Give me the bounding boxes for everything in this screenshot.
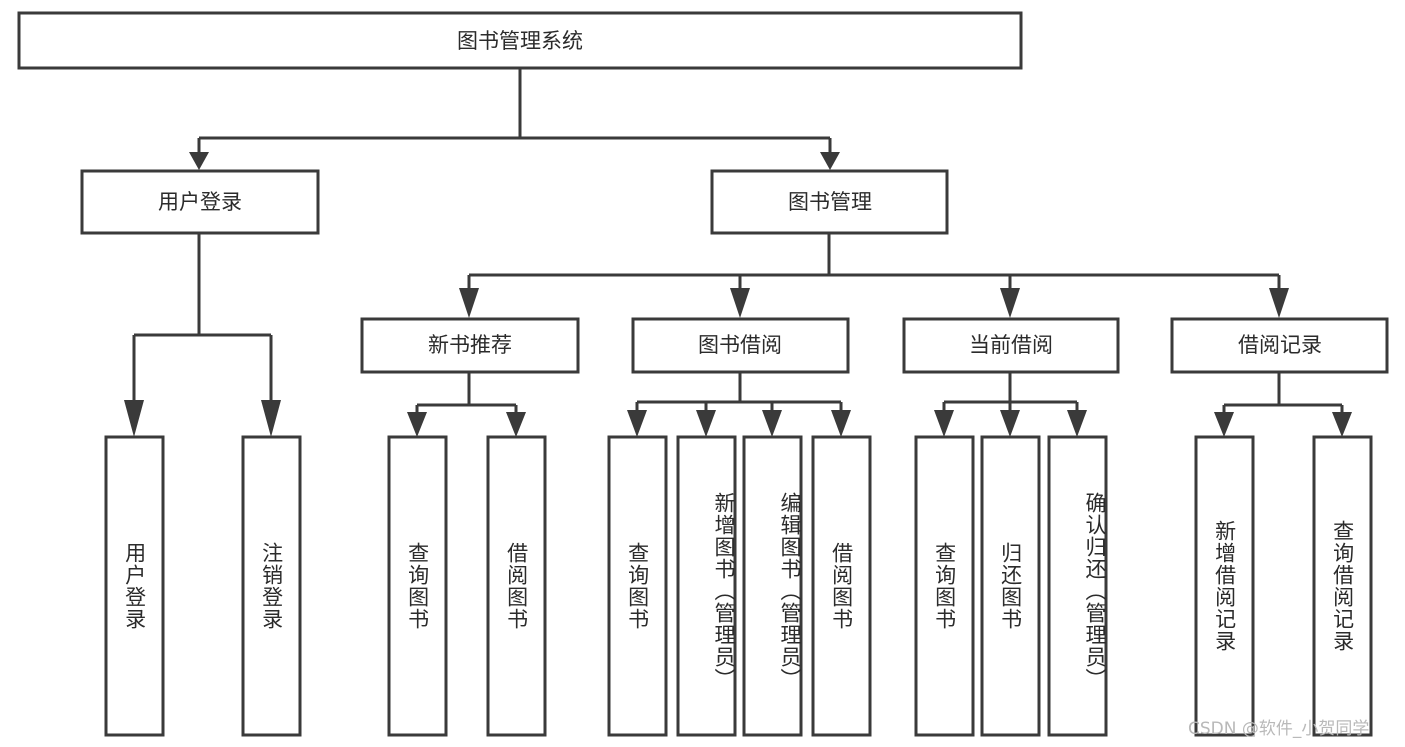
node-current-borrow-label: 当前借阅: [969, 333, 1053, 357]
node-book-borrow-box[interactable]: [631, 317, 850, 374]
node-borrow-record[interactable]: 借阅记录: [1170, 317, 1389, 374]
arrowhead-leaf-return-book: [1000, 410, 1020, 437]
arrowhead-leaf-add-book: [696, 410, 716, 437]
node-root-label: 图书管理系统: [457, 29, 583, 53]
node-book-manage[interactable]: 图书管理: [710, 169, 949, 235]
arrowhead-borrow-record: [1269, 288, 1289, 318]
node-book-borrow[interactable]: 图书借阅: [631, 317, 850, 374]
arrowhead-leaf-query-book-1: [407, 412, 427, 437]
node-layer: 图书管理系统 用户登录 图书管理 新书推荐 图书借阅: [17, 11, 1389, 737]
node-root-box[interactable]: [17, 11, 1023, 70]
arrowhead-user-login: [189, 152, 209, 170]
node-leaf-query-book-2-box[interactable]: [607, 435, 668, 737]
watermark-text: CSDN @软件_小贺同学: [1188, 719, 1370, 739]
node-leaf-confirm-return-box[interactable]: [1047, 435, 1108, 737]
node-leaf-return-book-box[interactable]: [980, 435, 1041, 737]
node-borrow-record-box[interactable]: [1170, 317, 1389, 374]
arrowhead-leaf-user-login: [124, 400, 144, 437]
node-new-book-rec[interactable]: 新书推荐: [360, 317, 580, 374]
node-leaf-add-book-box[interactable]: [676, 435, 737, 737]
arrowhead-new-book-rec: [459, 288, 479, 318]
node-leaf-add-record-box[interactable]: [1194, 435, 1255, 737]
node-borrow-record-label: 借阅记录: [1238, 333, 1322, 357]
arrowhead-leaf-query-book-2: [627, 410, 647, 437]
node-user-login-label: 用户登录: [158, 190, 242, 214]
edge-borrowrecord-to-bus: [1222, 372, 1344, 412]
node-user-login-box[interactable]: [80, 169, 320, 235]
arrowhead-current-borrow: [1000, 288, 1020, 318]
arrowhead-leaf-edit-book: [762, 410, 782, 437]
node-leaf-query-book-1-box[interactable]: [387, 435, 448, 737]
node-book-manage-label: 图书管理: [788, 190, 872, 214]
node-leaf-query-book-3-box[interactable]: [914, 435, 975, 737]
arrowhead-leaf-query-book-3: [934, 410, 954, 437]
arrowhead-leaf-borrow-book-2: [831, 410, 851, 437]
edge-bookborrow-to-bus: [635, 372, 843, 410]
edge-bookmanage-to-bus: [467, 233, 1281, 288]
connector-layer: [124, 68, 1352, 437]
node-current-borrow[interactable]: 当前借阅: [902, 317, 1120, 374]
arrowhead-leaf-query-record: [1332, 412, 1352, 437]
node-leaf-user-login-box[interactable]: [104, 435, 165, 737]
node-root[interactable]: 图书管理系统: [17, 11, 1023, 70]
node-leaf-borrow-book-2-box[interactable]: [811, 435, 872, 737]
edge-newbookrec-to-bus: [415, 372, 518, 412]
node-current-borrow-box[interactable]: [902, 317, 1120, 374]
node-leaf-borrow-book-1-box[interactable]: [486, 435, 547, 737]
node-user-login[interactable]: 用户登录: [80, 169, 320, 235]
arrowhead-leaf-borrow-book-1: [506, 412, 526, 437]
node-book-manage-box[interactable]: [710, 169, 949, 235]
arrowhead-book-manage: [820, 152, 840, 170]
arrowhead-leaf-confirm-return: [1067, 410, 1087, 437]
edge-root-to-bus: [197, 68, 832, 152]
arrowhead-leaf-add-record: [1214, 412, 1234, 437]
edge-currentborrow-to-bus: [942, 372, 1079, 410]
node-leaf-edit-book-box[interactable]: [742, 435, 803, 737]
edge-userlogin-to-bus: [132, 233, 273, 400]
node-new-book-rec-box[interactable]: [360, 317, 580, 374]
node-new-book-rec-label: 新书推荐: [428, 333, 512, 357]
arrowhead-leaf-logout: [261, 400, 281, 437]
node-book-borrow-label: 图书借阅: [698, 333, 782, 357]
arrowhead-book-borrow: [730, 288, 750, 318]
node-leaf-query-record-box[interactable]: [1312, 435, 1373, 737]
node-leaf-logout-box[interactable]: [241, 435, 302, 737]
